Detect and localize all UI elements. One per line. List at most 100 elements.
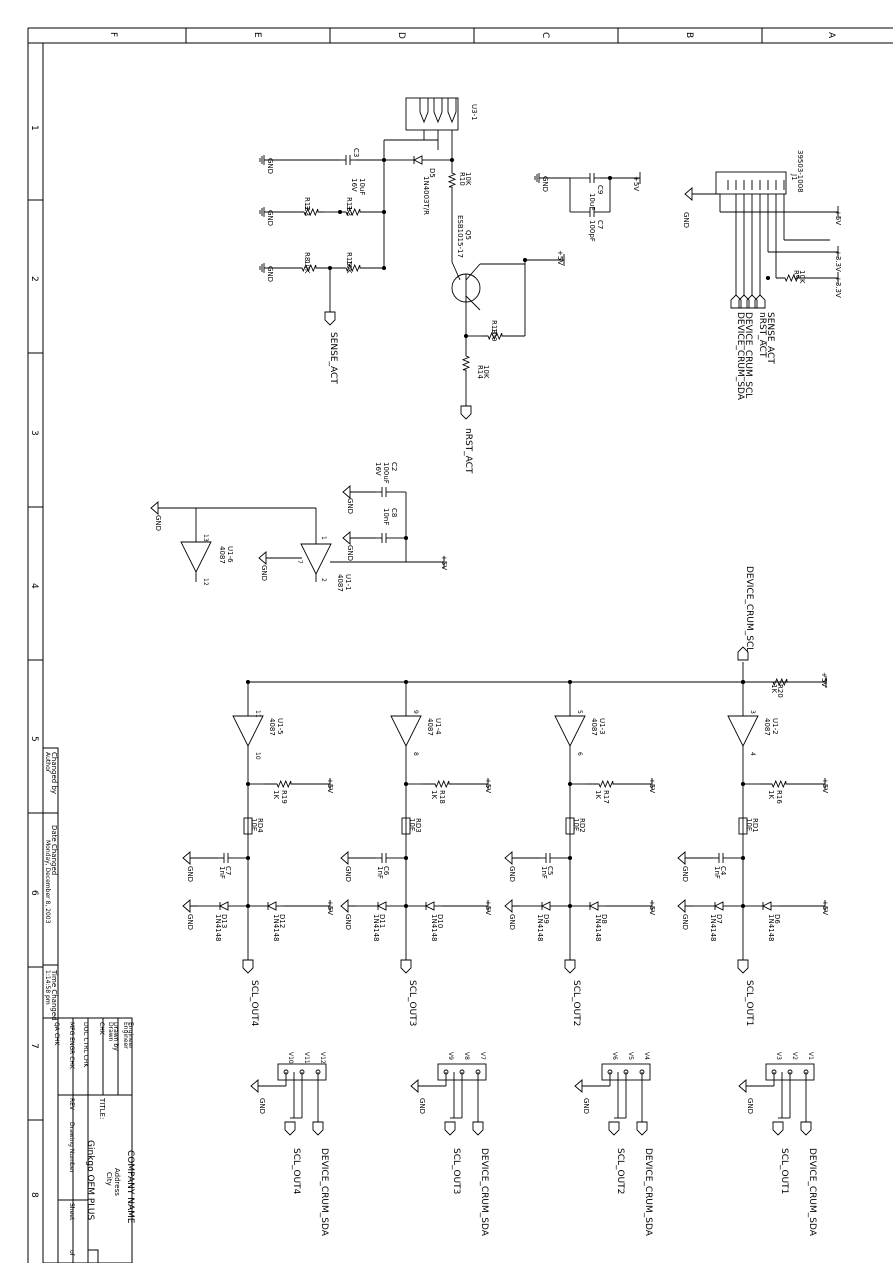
diode-part: 1N4148 [272, 914, 280, 942]
ground-symbol [684, 187, 700, 201]
jumper-scl-label: SCL_OUT4 [291, 1148, 301, 1195]
cap-ref: C6 [382, 866, 390, 876]
jumper-scl-label: SCL_OUT3 [451, 1148, 461, 1194]
junction-dot [245, 781, 251, 787]
regulator-box [405, 97, 459, 131]
u6-pin-out: 12 [202, 578, 209, 586]
jumper-pin-label: V8 [463, 1052, 470, 1060]
diode-part: 1N4148 [214, 914, 222, 942]
cap-value: 1nF [218, 866, 226, 879]
power-symbol [322, 778, 331, 790]
net-port-symbol [636, 1121, 648, 1136]
cap-ref: C5 [546, 866, 554, 875]
j1-part: 39503-1008 [796, 150, 804, 193]
jumper-pin-label: V1 [807, 1052, 814, 1060]
net-port-symbol [444, 1121, 456, 1136]
series-resistor [738, 817, 748, 835]
jumper-pin-label: V2 [791, 1052, 798, 1060]
power-symbol [556, 254, 565, 266]
net-port-symbol [312, 1121, 324, 1136]
u1-part: 4087 [336, 574, 344, 592]
resistor-symbol [296, 263, 322, 273]
c7-value: 100pF [588, 220, 596, 242]
diode-symbol [376, 901, 387, 911]
row-number: 2 [29, 276, 39, 282]
gnd-label: GND [681, 914, 689, 930]
gnd-label: GND [746, 1098, 754, 1114]
gnd-label: GND [508, 914, 516, 930]
power-symbol [830, 206, 839, 218]
r14-ref: R14 [476, 365, 484, 379]
resistor-ref: R17 [602, 790, 610, 804]
diode-part: 1N4148 [767, 914, 775, 942]
of-label: of [68, 1250, 75, 1257]
pwr-label: +5V [648, 900, 656, 915]
net-port-symbol [746, 294, 758, 309]
junction-dot [740, 679, 746, 685]
resistor-symbol [340, 207, 366, 217]
resistor-ref: R16 [775, 790, 783, 804]
junction-dot [245, 679, 251, 685]
series-resistor [401, 817, 411, 835]
junction-dot [765, 275, 771, 281]
resistor-symbol [340, 263, 366, 273]
rd-ref: RD3 [414, 818, 422, 833]
jumper-pin-label: V4 [643, 1052, 650, 1060]
q5-ref: Q5 [464, 230, 472, 240]
r15-value: 10K [345, 260, 353, 274]
net-port-symbol [284, 1121, 296, 1136]
ground-symbol [340, 899, 356, 913]
r10-value: 10K [464, 172, 472, 186]
row-number: 7 [29, 1043, 39, 1049]
column-letter: F [108, 32, 118, 37]
ground-symbol [410, 1079, 426, 1093]
j1-ref: J1 [790, 173, 798, 181]
jumper-scl-label: SCL_OUT1 [779, 1148, 789, 1194]
cap-value: 1nF [713, 866, 721, 879]
c7-ref: C7 [596, 220, 604, 229]
time-changed-label: Time Changed [50, 969, 58, 1021]
resistor-symbol [447, 160, 457, 200]
gnd-label: GND [266, 266, 274, 282]
diode-ref: D10 [436, 914, 444, 928]
rd-ref: RD2 [578, 818, 586, 833]
power-symbol [480, 900, 489, 912]
buffer-ref: U1-3 [598, 718, 606, 735]
date-changed-value: Monday, December 8, 2003 [44, 840, 51, 924]
junction-dot [607, 175, 613, 181]
net-3v3-label: +3.3V [834, 250, 842, 272]
r20-ref: R20 [776, 684, 784, 698]
junction-dot [245, 855, 251, 861]
ground-symbol [574, 1079, 590, 1093]
date-changed-label: Date Changed [50, 825, 58, 875]
power-symbol [830, 246, 839, 258]
pin-out: 4 [749, 752, 756, 756]
diode-part: 1N4148 [430, 914, 438, 942]
ground-symbol [340, 851, 356, 865]
power-symbol [830, 272, 839, 284]
time-changed-value: 1:14:58 pm [44, 970, 51, 1005]
pwr-label: +5V [326, 778, 334, 793]
net-port-symbol [754, 294, 766, 309]
power-symbol [436, 556, 445, 568]
column-letter: B [684, 32, 694, 38]
diode-symbol [713, 901, 724, 911]
nrst-act-label: nRST_ACT [463, 428, 473, 474]
resistor-symbol [461, 336, 471, 390]
gnd-label: GND [344, 914, 352, 930]
net-port-symbol [737, 646, 749, 661]
cap-value: 1nF [540, 866, 548, 879]
buffer-symbol [554, 715, 586, 748]
buffer-symbol [232, 715, 264, 748]
junction-dot [381, 209, 387, 215]
junction-dot [403, 535, 409, 541]
resistor-symbol [264, 779, 304, 789]
jumper-pin-label: V10 [287, 1052, 294, 1064]
connector-label-sense: SENSE_ACT [765, 312, 775, 364]
u1-pin-gnd: 7 [296, 560, 303, 564]
pin-out: 6 [576, 752, 583, 756]
ground-symbol [342, 485, 358, 499]
r8-ref: R8 [303, 252, 311, 261]
junction-dot [403, 679, 409, 685]
